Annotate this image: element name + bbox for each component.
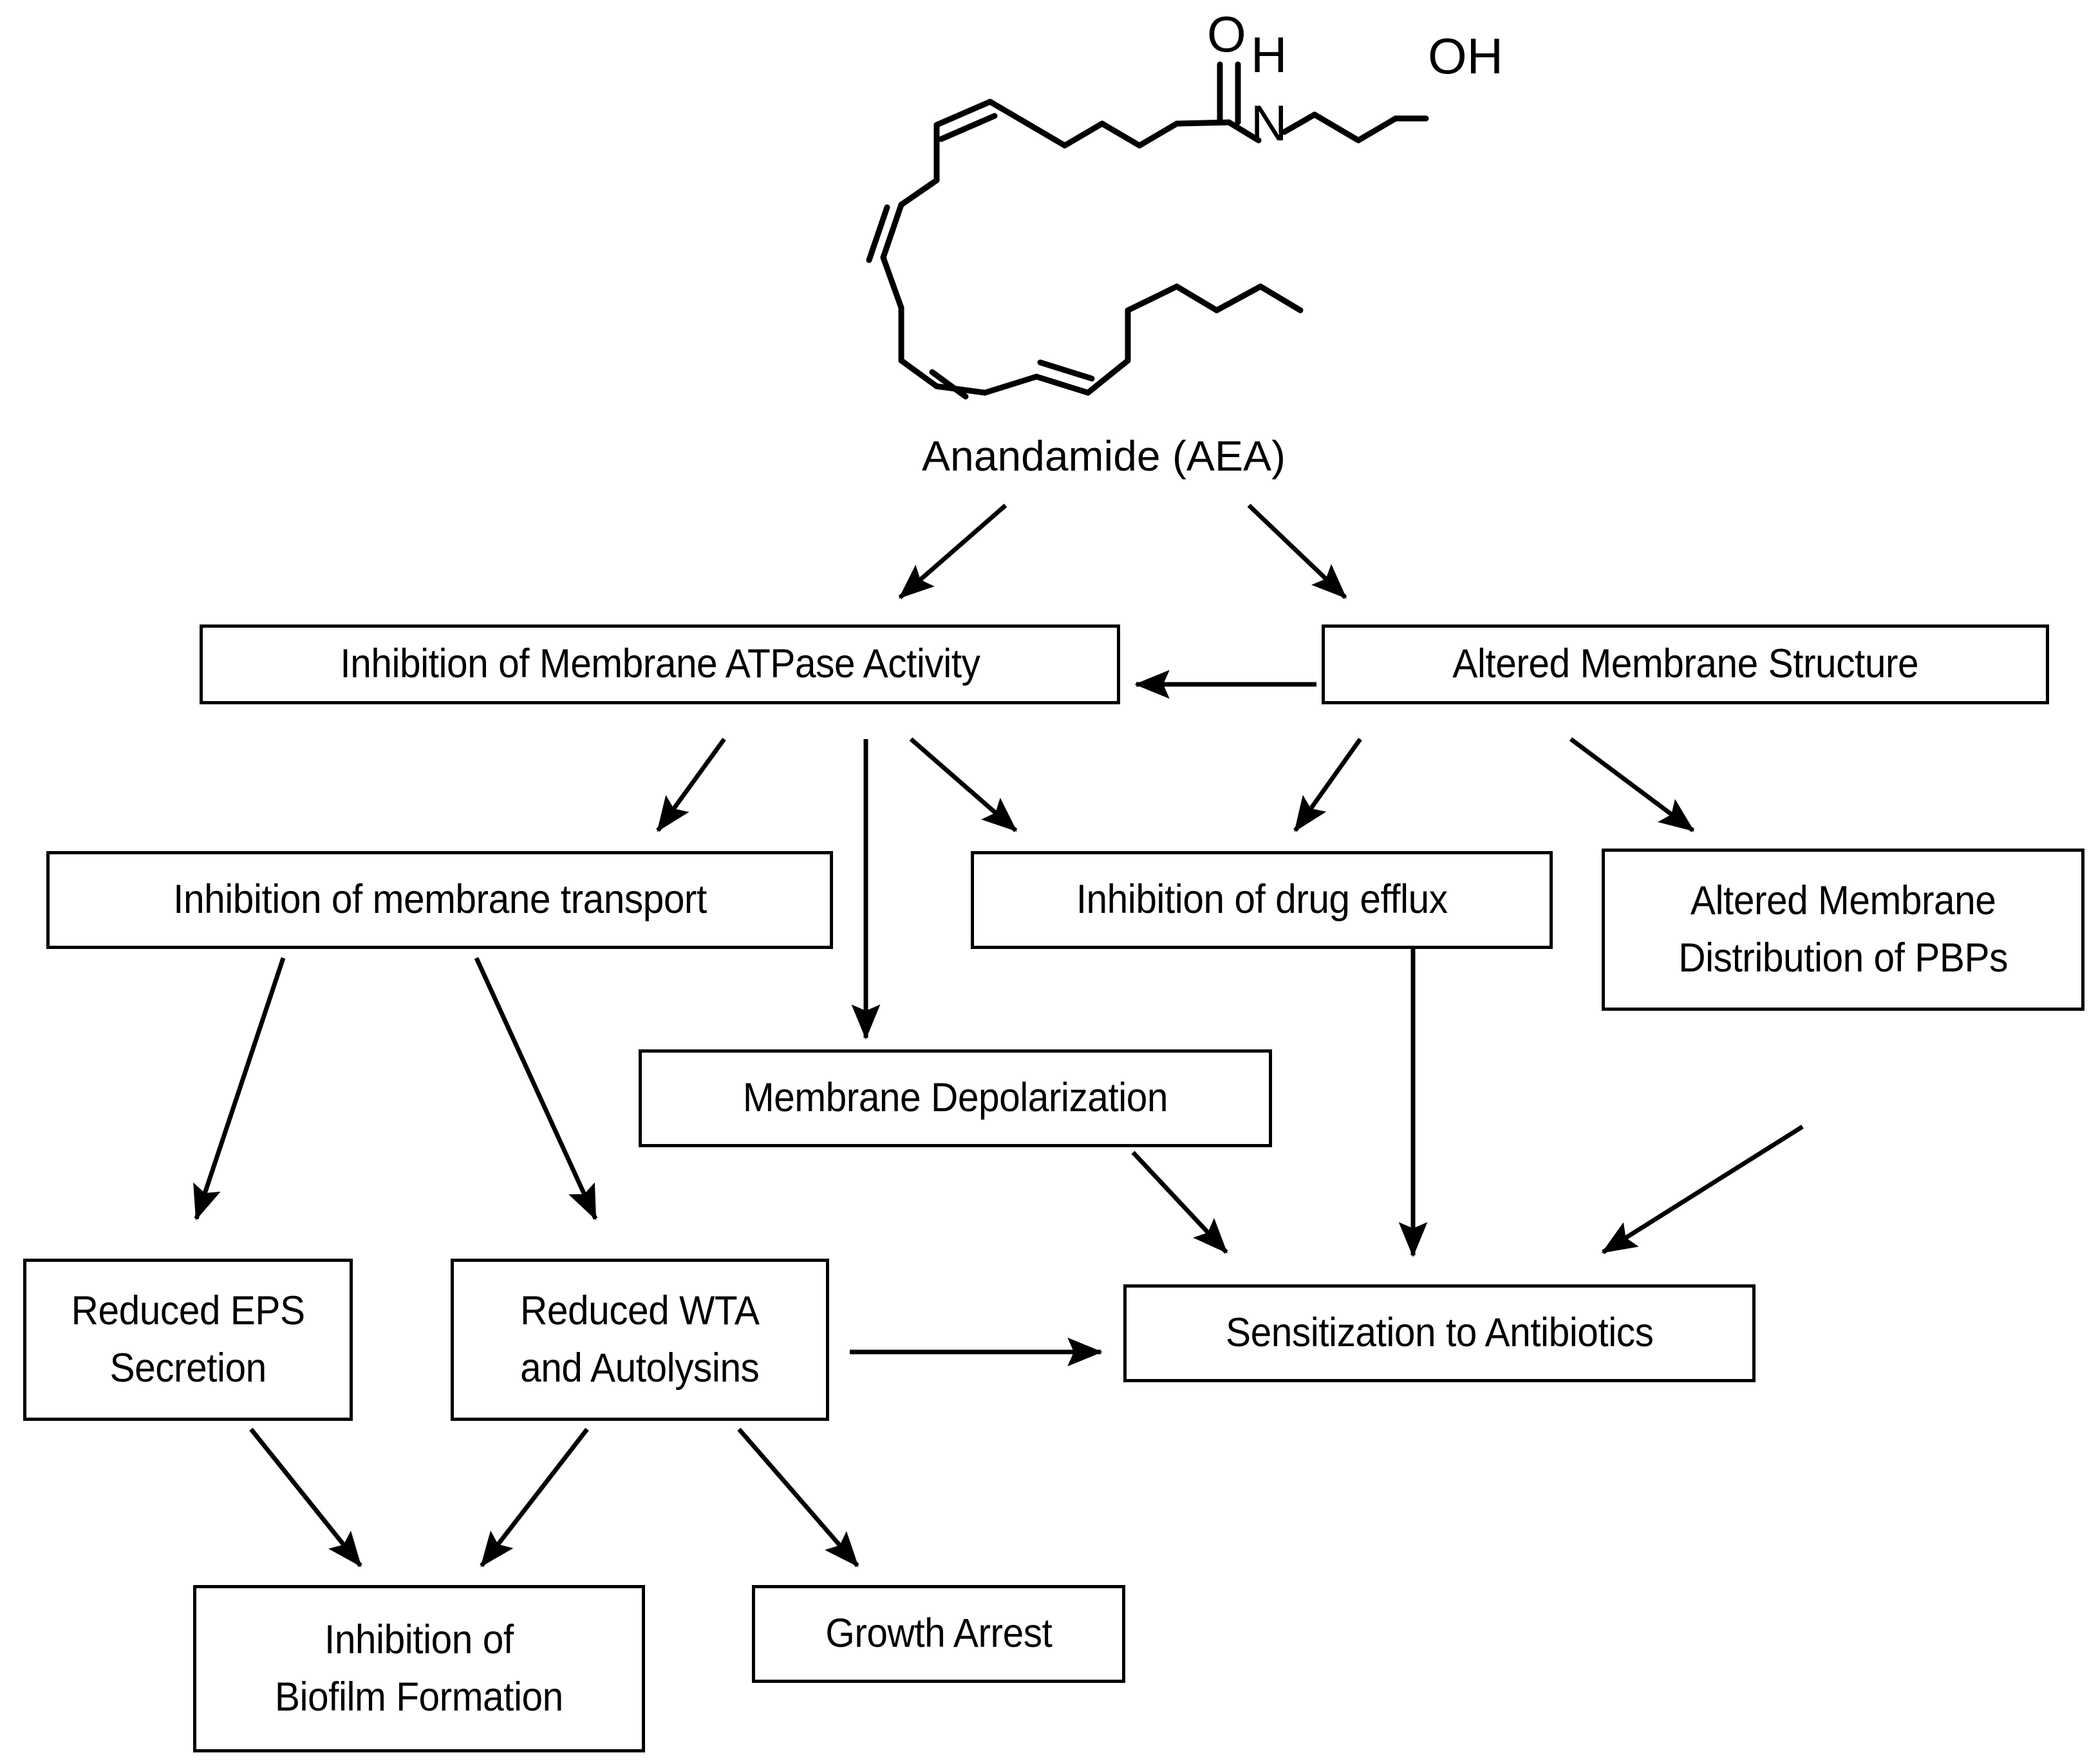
node-label: Reduced EPS Secretion bbox=[71, 1288, 305, 1391]
amide-nitrogen-label: N bbox=[1251, 95, 1288, 151]
node-growth-arrest[interactable]: Growth Arrest bbox=[752, 1585, 1125, 1683]
node-label: Growth Arrest bbox=[825, 1611, 1053, 1656]
node-membrane-depolarization[interactable]: Membrane Depolarization bbox=[639, 1049, 1272, 1147]
node-label: Reduced WTA and Autolysins bbox=[520, 1288, 760, 1391]
node-sensitization-to-antibiotics[interactable]: Sensitization to Antibiotics bbox=[1123, 1284, 1756, 1382]
node-label: Sensitization to Antibiotics bbox=[1225, 1310, 1654, 1356]
node-reduced-eps-secretion[interactable]: Reduced EPS Secretion bbox=[23, 1259, 353, 1421]
hydroxyl-label: OH bbox=[1428, 28, 1503, 84]
arrow-pbps-to-sensitization bbox=[1601, 1125, 1804, 1254]
node-label: Membrane Depolarization bbox=[742, 1075, 1168, 1121]
arrow-atpase-to-efflux bbox=[909, 737, 1018, 832]
node-altered-membrane-distribution-of-pbps[interactable]: Altered Membrane Distribution of PBPs bbox=[1602, 849, 2084, 1011]
node-inhibition-of-membrane-atpase-activity[interactable]: Inhibition of Membrane ATPase Activity bbox=[200, 624, 1120, 704]
molecule-caption: Anandamide (AEA) bbox=[922, 432, 1286, 480]
node-altered-membrane-structure[interactable]: Altered Membrane Structure bbox=[1322, 624, 2049, 704]
arrow-aea-to-structure bbox=[1247, 503, 1347, 599]
node-inhibition-of-drug-efflux[interactable]: Inhibition of drug efflux bbox=[971, 851, 1553, 949]
node-label: Inhibition of Membrane ATPase Activity bbox=[339, 641, 980, 687]
arrow-wta-to-growth bbox=[737, 1427, 859, 1568]
arrow-atpase-to-transport bbox=[656, 737, 726, 832]
flow-arrows bbox=[193, 503, 1804, 1568]
arrow-structure-to-efflux bbox=[1293, 737, 1362, 832]
arrow-transport-to-eps bbox=[193, 957, 286, 1221]
anandamide-skeleton bbox=[866, 61, 1429, 400]
node-inhibition-of-biofilm-formation[interactable]: Inhibition of Biofilm Formation bbox=[193, 1585, 645, 1752]
node-label: Inhibition of drug efflux bbox=[1076, 877, 1448, 923]
node-inhibition-of-membrane-transport[interactable]: Inhibition of membrane transport bbox=[46, 851, 833, 949]
arrow-transport-to-wta bbox=[474, 957, 598, 1221]
node-label: Inhibition of membrane transport bbox=[173, 877, 707, 923]
arrow-aea-to-atpase bbox=[898, 503, 1007, 599]
amide-hydrogen-label: H bbox=[1251, 26, 1288, 83]
node-label: Altered Membrane Structure bbox=[1452, 641, 1918, 687]
node-reduced-wta-and-autolysins[interactable]: Reduced WTA and Autolysins bbox=[451, 1259, 829, 1421]
node-label: Altered Membrane Distribution of PBPs bbox=[1678, 877, 2008, 981]
arrow-structure-to-pbps bbox=[1569, 737, 1695, 832]
arrow-depolarization-to-sensitization bbox=[1131, 1150, 1228, 1254]
node-label: Inhibition of Biofilm Formation bbox=[275, 1617, 563, 1720]
arrow-wta-to-biofilm bbox=[480, 1427, 589, 1568]
carbonyl-oxygen-label: O bbox=[1207, 6, 1246, 62]
arrow-eps-to-biofilm bbox=[249, 1427, 362, 1568]
